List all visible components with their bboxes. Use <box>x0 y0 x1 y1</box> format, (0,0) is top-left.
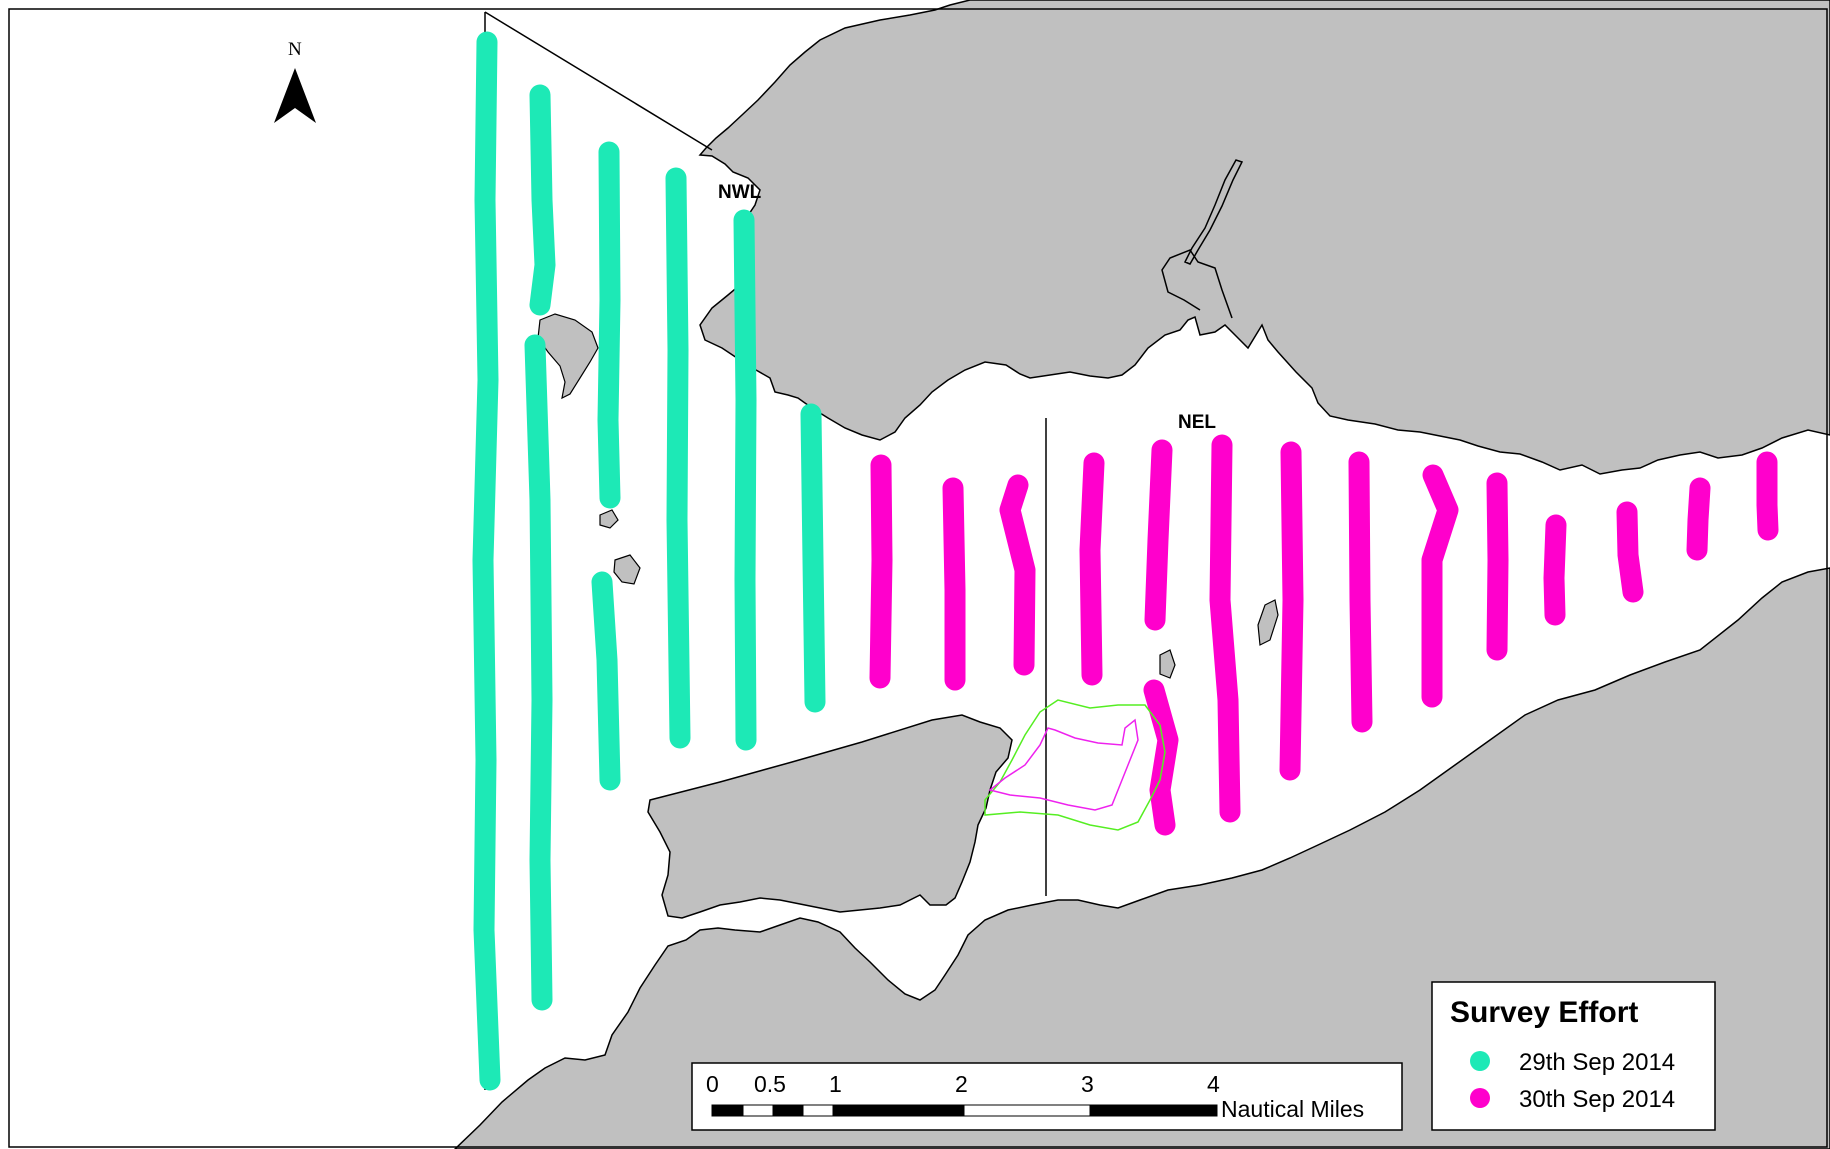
transect-track-7 <box>733 209 757 751</box>
transect-track-23 <box>1756 451 1779 541</box>
island-1 <box>537 313 599 400</box>
north-arrow-label: N <box>288 39 302 60</box>
north-arrow-icon <box>274 68 316 123</box>
island-3 <box>613 554 641 585</box>
magenta-contour <box>988 718 1139 811</box>
scale-bar-frame <box>691 1062 1403 1131</box>
north-arrow: N <box>274 39 316 123</box>
scale-unit: Nautical Miles <box>1221 1096 1364 1122</box>
scale-tick-1: 1 <box>829 1071 842 1097</box>
land-north <box>698 0 1830 475</box>
land-peninsula <box>647 714 1013 919</box>
area-label-nwl: NWL <box>718 182 762 203</box>
tracks-day1 <box>472 31 826 1091</box>
transect-track-16 <box>1279 441 1304 781</box>
legend-title: Survey Effort <box>1450 996 1638 1029</box>
island-2 <box>599 509 619 529</box>
transect-track-8 <box>800 403 826 713</box>
transect-track-11 <box>999 474 1036 676</box>
transect-track-20 <box>1543 514 1567 626</box>
scale-tick-0: 0 <box>706 1071 719 1097</box>
transect-track-15 <box>1209 434 1241 823</box>
transect-track-2 <box>529 84 556 316</box>
transect-track-13 <box>1144 439 1173 631</box>
map-frame <box>8 8 1828 1148</box>
transect-track-17 <box>1348 451 1373 733</box>
transect-track-10 <box>942 477 966 691</box>
transect-track-6 <box>665 167 691 749</box>
legend-label-day1: 29th Sep 2014 <box>1519 1049 1675 1076</box>
transect-track-22 <box>1686 477 1711 561</box>
tracks-day2 <box>869 434 1779 836</box>
transect-track-9 <box>869 454 893 689</box>
scale-tick-2: 2 <box>955 1071 968 1097</box>
transect-track-1 <box>472 31 501 1091</box>
transect-track-18 <box>1421 464 1459 708</box>
transect-track-14 <box>1143 679 1179 836</box>
scale-tick-0-5: 0.5 <box>754 1071 786 1097</box>
legend-swatch-day2 <box>1470 1088 1490 1108</box>
area-label-nel: NEL <box>1178 412 1216 433</box>
transect-track-3 <box>524 334 553 1011</box>
green-contour <box>984 699 1166 831</box>
scale-bar: 0 0.5 1 2 3 4 Nautical Miles <box>691 1062 1403 1131</box>
scale-tick-3: 3 <box>1081 1071 1094 1097</box>
transect-track-21 <box>1616 501 1644 603</box>
legend-swatch-day1 <box>1470 1051 1490 1071</box>
scale-tick-4: 4 <box>1207 1071 1220 1097</box>
transect-track-19 <box>1486 472 1509 661</box>
transect-track-4 <box>597 141 621 509</box>
contours <box>984 699 1166 831</box>
island-5 <box>1257 599 1279 646</box>
legend-label-day2: 30th Sep 2014 <box>1519 1086 1675 1113</box>
transect-track-5 <box>591 571 621 791</box>
harbour-arm <box>1161 249 1233 319</box>
jetty <box>1183 159 1244 265</box>
island-4 <box>1159 649 1176 679</box>
legend: Survey Effort 29th Sep 2014 30th Sep 201… <box>1431 981 1716 1131</box>
transect-track-12 <box>1079 452 1105 686</box>
